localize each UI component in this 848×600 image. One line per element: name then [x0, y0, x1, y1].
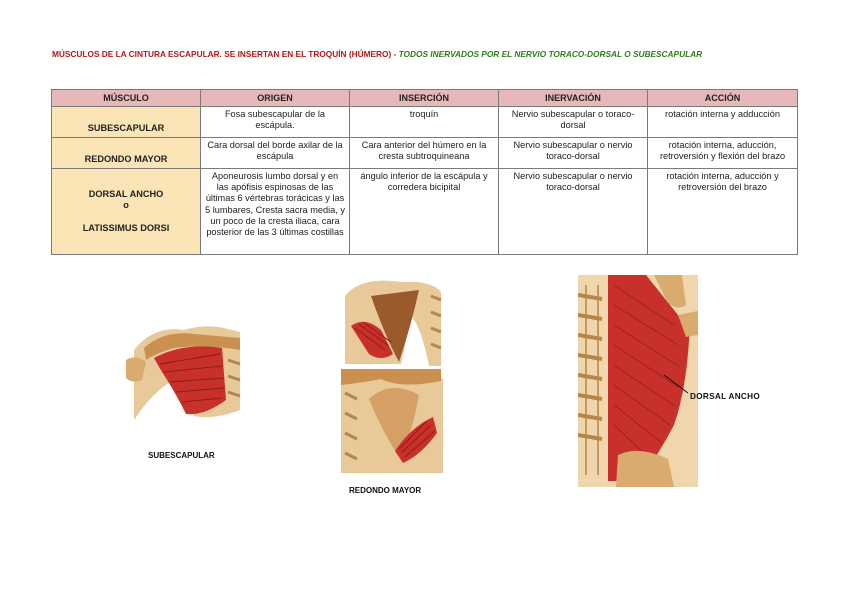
- table-row: REDONDO MAYOR Cara dorsal del borde axil…: [51, 137, 798, 169]
- muscle-name: REDONDO MAYOR: [84, 154, 168, 164]
- cell-musculo: REDONDO MAYOR: [51, 137, 201, 169]
- cell-inervacion: Nervio subescapular o nervio toraco-dors…: [498, 168, 648, 255]
- cell-insercion: ángulo inferior de la escápula y correde…: [349, 168, 499, 255]
- cell-inervacion: Nervio subescapular o toraco-dorsal: [498, 106, 648, 138]
- cell-insercion: troquín: [349, 106, 499, 138]
- subescapular-caption: SUBESCAPULAR: [148, 451, 215, 460]
- cell-origen: Fosa subescapular de la escápula.: [200, 106, 350, 138]
- table-row: SUBESCAPULAR Fosa subescapular de la esc…: [51, 106, 798, 138]
- cell-accion: rotación interna, aducción y retroversió…: [647, 168, 798, 255]
- muscle-name: SUBESCAPULAR: [87, 123, 165, 133]
- table-header-row: MÚSCULO ORIGEN INSERCIÓN INERVACIÓN ACCI…: [51, 89, 798, 107]
- cell-accion: rotación interna y adducción: [647, 106, 798, 138]
- dorsal-ancho-illustration: [578, 275, 698, 487]
- redondo-mayor-anterior-illustration: [341, 276, 443, 366]
- subescapular-illustration: [124, 320, 242, 422]
- header-insercion: INSERCIÓN: [349, 89, 499, 107]
- cell-insercion: Cara anterior del húmero en la cresta su…: [349, 137, 499, 169]
- header-origen: ORIGEN: [200, 89, 350, 107]
- header-inervacion: INERVACIÓN: [498, 89, 648, 107]
- header-accion: ACCIÓN: [647, 89, 798, 107]
- muscle-name-line: LATISSIMUS DORSI: [82, 223, 170, 234]
- title-green-part: TODOS INERVADOS POR EL NERVIO TORACO-DOR…: [396, 49, 703, 59]
- dorsal-ancho-callout: DORSAL ANCHO: [690, 392, 761, 401]
- header-musculo: MÚSCULO: [51, 89, 201, 107]
- cell-musculo: DORSAL ANCHO o LATISSIMUS DORSI: [51, 168, 201, 255]
- muscle-name-line: o: [123, 199, 129, 210]
- cell-inervacion: Nervio subescapular o nervio toraco-dors…: [498, 137, 648, 169]
- page-title: MÚSCULOS DE LA CINTURA ESCAPULAR. SE INS…: [52, 49, 702, 59]
- redondo-mayor-caption: REDONDO MAYOR: [349, 486, 422, 495]
- cell-origen: Cara dorsal del borde axilar de la escáp…: [200, 137, 350, 169]
- muscle-name-line: DORSAL ANCHO: [88, 188, 164, 199]
- title-red-part: MÚSCULOS DE LA CINTURA ESCAPULAR. SE INS…: [52, 49, 397, 59]
- cell-musculo: SUBESCAPULAR: [51, 106, 201, 138]
- cell-origen: Aponeurosis lumbo dorsal y en las apófis…: [200, 168, 350, 255]
- cell-accion: rotación interna, aducción, retroversión…: [647, 137, 798, 169]
- muscles-table: MÚSCULO ORIGEN INSERCIÓN INERVACIÓN ACCI…: [51, 89, 798, 255]
- table-row: DORSAL ANCHO o LATISSIMUS DORSI Aponeuro…: [51, 168, 798, 255]
- redondo-mayor-posterior-illustration: [341, 369, 443, 473]
